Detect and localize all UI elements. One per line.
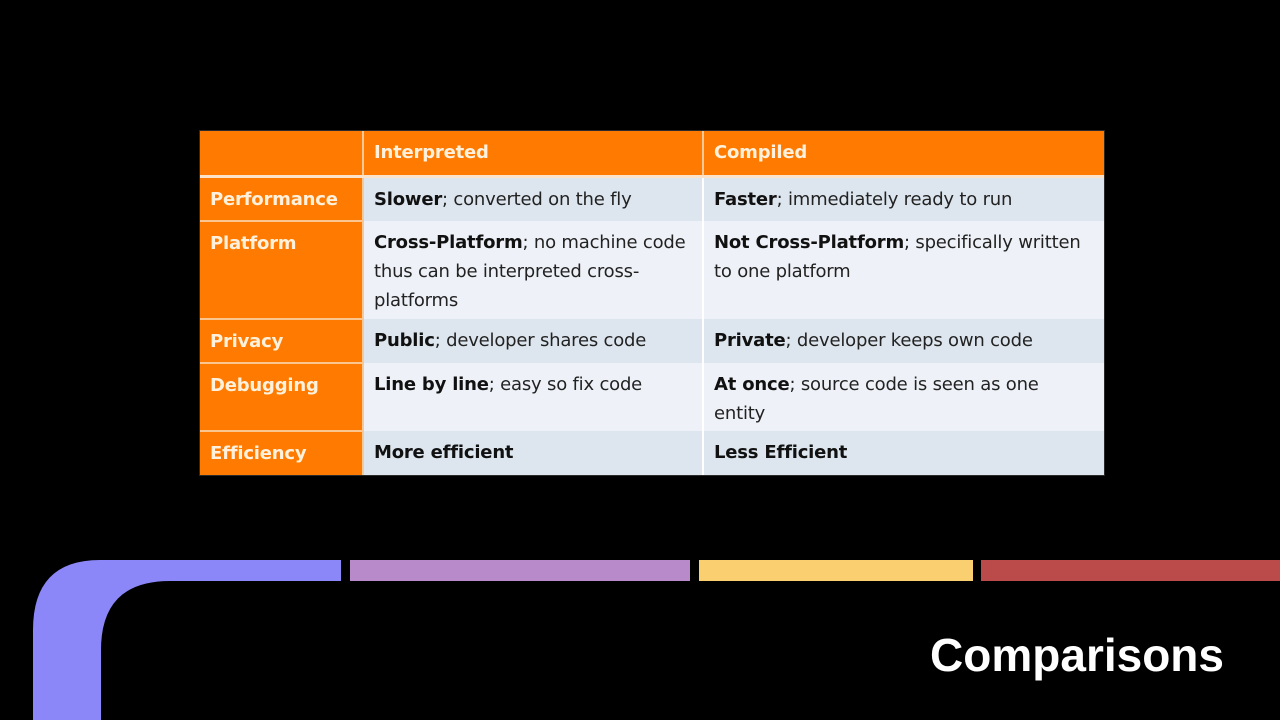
interpreted-cell: Slower; converted on the fly [363,176,704,221]
purple-corner-bar [33,560,341,720]
slide-title: Comparisons [930,629,1224,681]
table-row: Privacy Public; developer shares code Pr… [200,318,1104,364]
interpreted-cell: Line by line; easy so fix code [363,362,704,431]
table-row: Efficiency More efficient Less Efficient [200,430,1104,475]
interpreted-cell: Public; developer shares code [363,318,704,363]
pink-accent-bar [350,560,690,581]
row-label: Efficiency [200,430,364,475]
row-label: Debugging [200,362,364,432]
interpreted-cell: Cross-Platform; no machine code thus can… [363,220,704,319]
interpreted-cell: More efficient [363,430,704,475]
table-header-row: Interpreted Compiled [200,131,1104,178]
comparison-table: Interpreted Compiled Performance Slower;… [200,131,1104,475]
compiled-cell: At once; source code is seen as one enti… [703,362,1104,431]
compiled-cell: Private; developer keeps own code [703,318,1104,363]
header-corner [200,131,364,178]
table-row: Debugging Line by line; easy so fix code… [200,362,1104,432]
table-row: Platform Cross-Platform; no machine code… [200,220,1104,320]
header-compiled: Compiled [703,131,1104,178]
row-label: Performance [200,176,364,222]
row-label: Privacy [200,318,364,364]
compiled-cell: Less Efficient [703,430,1104,475]
header-interpreted: Interpreted [363,131,704,178]
table-row: Performance Slower; converted on the fly… [200,176,1104,222]
red-accent-bar [981,560,1280,581]
compiled-cell: Not Cross-Platform; specifically written… [703,220,1104,319]
yellow-accent-bar [699,560,973,581]
row-label: Platform [200,220,364,320]
compiled-cell: Faster; immediately ready to run [703,176,1104,221]
